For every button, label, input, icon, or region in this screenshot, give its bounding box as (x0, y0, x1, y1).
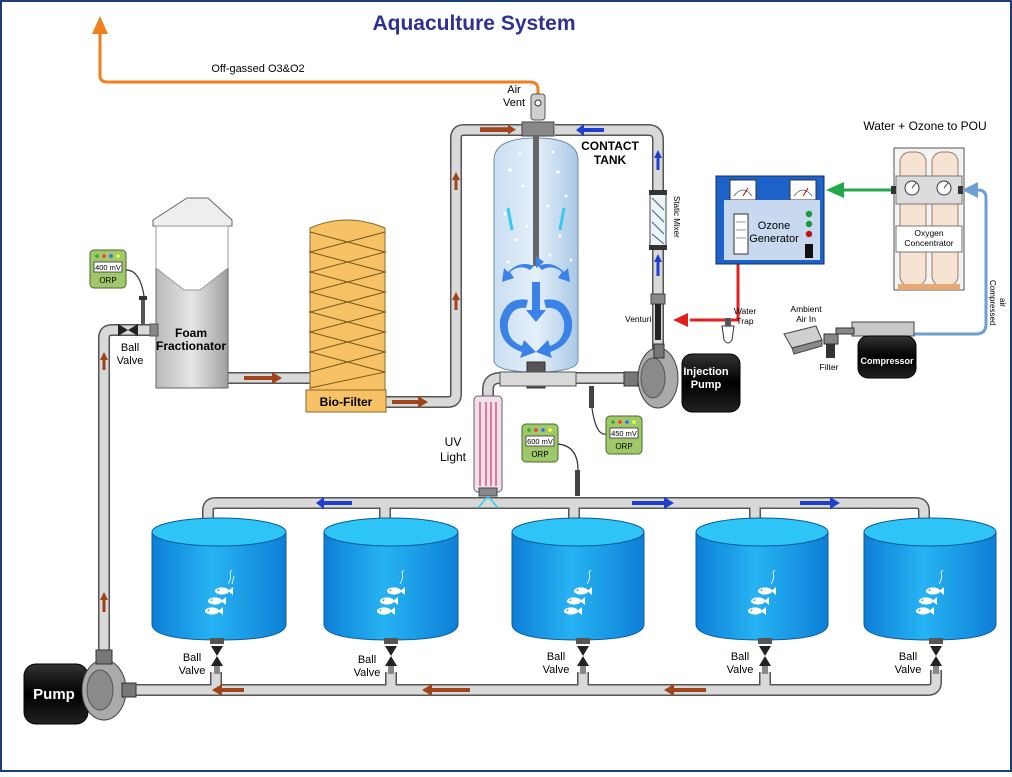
fish-tank (695, 517, 829, 641)
oxygen-arrow (826, 182, 844, 198)
water-trap (721, 318, 735, 344)
static-mixer-label: Static Mixer (672, 196, 681, 238)
tank-ball-valve[interactable] (758, 638, 772, 674)
tank-valve-4-label-1: Ball (731, 651, 749, 663)
injection-pump-label-1: Injection (683, 366, 729, 378)
venturi-label: Venturi (625, 314, 652, 324)
air-vent-label-2: Vent (503, 97, 525, 109)
offgas-label: Off-gassed O3&O2 (211, 63, 304, 75)
tank-valve-5-label-2: Valve (895, 664, 922, 676)
compressed-air-line (912, 188, 988, 336)
orp-meter-2-reading: 600 mV (527, 437, 553, 446)
tank-ball-valve[interactable] (929, 638, 943, 674)
tank-valve-5-label-1: Ball (899, 651, 917, 663)
tank-ball-valves (210, 638, 943, 674)
water-trap-label-2: Trap (736, 316, 753, 326)
foam-fractionator-label-2: Fractionator (156, 339, 226, 353)
ozone-generator-label-1: Ozone (758, 220, 790, 232)
diagram-title: Aquaculture System (372, 12, 575, 35)
orp-meter-1-label: ORP (99, 276, 116, 285)
air-vent (530, 93, 546, 121)
uv-light-label-2: Light (440, 450, 467, 464)
contact-tank-label-1: CONTACT (581, 139, 639, 153)
orp-meter-3: 450 mV ORP (591, 407, 643, 455)
contact-tank (493, 121, 579, 389)
compressor (835, 321, 917, 379)
tank-valve-3-label-1: Ball (547, 651, 565, 663)
main-pump (23, 649, 137, 725)
uv-light (473, 395, 503, 509)
contact-tank-label-2: TANK (594, 153, 627, 167)
tank-valve-labels: Ball Valve Ball Valve Ball Valve Ball Va… (179, 651, 922, 679)
ozone-generator (715, 175, 825, 265)
ozone-feed-arrow (673, 313, 688, 327)
static-mixer (649, 190, 667, 340)
compressor-label: Compressor (860, 356, 914, 366)
pipe-network (98, 124, 942, 696)
ozone-generator-label-2: Generator (749, 233, 799, 245)
filter-label: Filter (820, 362, 839, 372)
uv-light-label-1: UV (445, 435, 462, 449)
water-ozone-pou-label: Water + Ozone to POU (863, 119, 986, 133)
injection-pump (623, 343, 741, 413)
orp-meter-2: 600 mV ORP (521, 423, 580, 496)
tank-valve-1-label-2: Valve (179, 665, 206, 677)
tank-valve-4-label-2: Valve (727, 664, 754, 676)
ball-valve-foam-label-2: Valve (117, 355, 144, 367)
bio-filter (305, 219, 387, 413)
compressed-air-arrow (962, 182, 978, 198)
compressed-air-label-2: air (998, 298, 1007, 307)
orp-meter-1: 400 mV ORP (89, 249, 145, 297)
oxygen-concentrator (891, 147, 965, 291)
bio-filter-label: Bio-Filter (320, 395, 373, 409)
water-trap-label-1: Water (734, 306, 757, 316)
tank-ball-valve[interactable] (210, 638, 224, 674)
ambient-air-label-1: Ambient (790, 304, 822, 314)
tank-ball-valve[interactable] (576, 638, 590, 674)
injection-pump-label-2: Pump (691, 379, 722, 391)
ambient-air-label-2: Air In (796, 314, 816, 324)
tank-valve-1-label-1: Ball (183, 652, 201, 664)
ambient-air-filter (783, 325, 839, 358)
fish-tank (151, 517, 287, 641)
tank-ball-valve[interactable] (384, 638, 398, 674)
oxygen-concentrator-label-2: Concentrator (904, 238, 953, 248)
oxygen-concentrator-label-1: Oxygen (914, 228, 944, 238)
fish-tank (323, 517, 459, 641)
orp-probe-3 (589, 386, 594, 408)
ball-valve-foam[interactable] (118, 296, 147, 336)
compressed-air-label-1: Compressed (988, 280, 997, 325)
fish-tank (863, 517, 997, 641)
flow-arrows-supply (316, 124, 840, 509)
foam-fractionator (149, 197, 233, 389)
fish-tanks (151, 517, 997, 641)
air-vent-label-1: Air (507, 84, 521, 96)
foam-fractionator-label-1: Foam (175, 326, 207, 340)
tank-valve-2-label-1: Ball (358, 654, 376, 666)
ball-valve-foam-label-1: Ball (121, 342, 139, 354)
orp-meter-2-label: ORP (531, 450, 548, 459)
orp-meter-3-reading: 450 mV (611, 429, 637, 438)
orp-meter-3-label: ORP (615, 442, 632, 451)
orp-meter-1-reading: 400 mV (95, 263, 121, 272)
tank-valve-3-label-2: Valve (543, 664, 570, 676)
offgas-line (92, 16, 540, 94)
fish-tank (511, 517, 645, 641)
ozone-feed-line (690, 264, 740, 322)
main-pump-label: Pump (33, 686, 75, 703)
flow-arrows-return (100, 124, 706, 696)
tank-valve-2-label-2: Valve (354, 667, 381, 679)
